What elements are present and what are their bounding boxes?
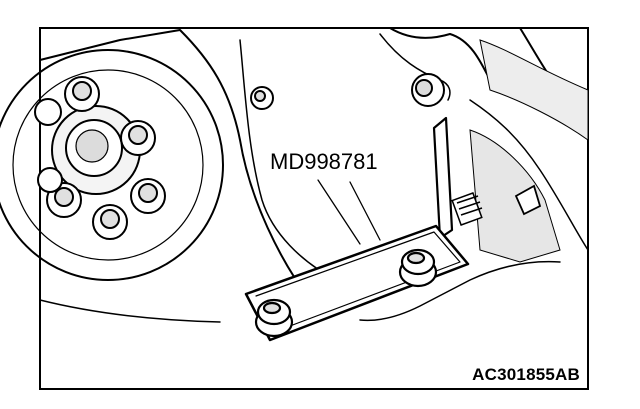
- tool-arm: [432, 116, 454, 240]
- figure-code-label: AC301855AB: [472, 365, 580, 384]
- bolt-1: [64, 76, 100, 112]
- tool-bolt-left: [254, 298, 294, 338]
- housing-studs: [250, 73, 445, 110]
- bolt-7: [37, 167, 63, 193]
- flywheel-outer: [0, 49, 224, 281]
- leader-line: [317, 179, 381, 245]
- engine-block-outline: [39, 27, 589, 301]
- housing-contour-right: [469, 99, 589, 251]
- bolt-2: [120, 120, 156, 156]
- stud-left-inner: [254, 90, 266, 102]
- casting-shade: [469, 129, 561, 263]
- tool-callout-label: MD998781: [268, 149, 380, 174]
- bolt-4: [92, 204, 128, 240]
- stud-top-inner: [415, 79, 433, 97]
- threaded-stud: [451, 192, 483, 226]
- bracket-tab: [514, 184, 542, 216]
- flywheel-bolts: [34, 76, 166, 240]
- tool-plate-inner: [255, 231, 461, 333]
- casting-shade-2: [479, 39, 589, 141]
- bolt-6: [34, 98, 62, 126]
- lower-housing-contour: [359, 260, 561, 322]
- bolt-3: [130, 178, 166, 214]
- tool-bolt-right: [398, 248, 438, 288]
- housing-edge: [239, 39, 341, 283]
- flywheel-inner-ring: [12, 69, 204, 261]
- flywheel-bore-inner: [75, 129, 109, 163]
